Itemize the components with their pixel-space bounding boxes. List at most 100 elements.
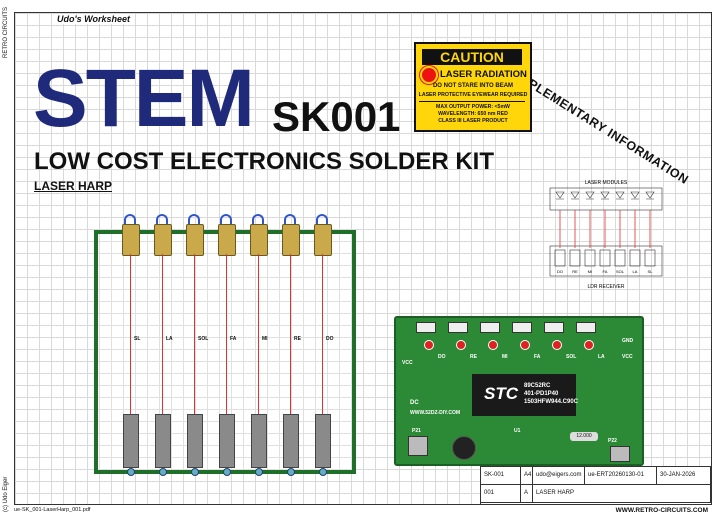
title-block: SK-001 A4 udo@eigers.com ue-ERT20260130-… <box>480 466 711 504</box>
pcb-vcc-right: VCC <box>622 354 633 360</box>
laser-module <box>122 224 140 256</box>
pcb-gnd: GND <box>622 338 634 344</box>
ldr-sensor <box>187 414 203 468</box>
laser-beam <box>194 254 195 414</box>
laser-module <box>282 224 300 256</box>
laser-module <box>154 224 172 256</box>
laser-diode-symbol <box>630 191 640 200</box>
crystal: 12.000 <box>570 432 598 441</box>
ldr-symbol <box>614 249 626 267</box>
mcu-chip: STC 89C52RC 401-PD1P40 1503HFW944.C90C <box>472 374 579 416</box>
laser-diode-symbol <box>585 191 595 200</box>
pcb-note-label: SOL <box>566 354 577 360</box>
tb-size: A4 <box>521 467 533 485</box>
tb-title: LASER HARP <box>533 485 711 503</box>
ldr-receiver-row <box>549 245 663 277</box>
laser-wire <box>156 214 168 224</box>
footer-website: WWW.RETRO-CIRCUITS.COM <box>615 507 708 514</box>
tb-date: 30-JAN-2026 <box>657 467 711 485</box>
button-p22[interactable] <box>610 446 630 462</box>
string-note-label: LA <box>166 336 173 342</box>
terminal-screw-icon <box>191 468 199 476</box>
pcb-note-label: DO <box>438 354 446 360</box>
laser-module <box>218 224 236 256</box>
pcb-note-label: MI <box>502 354 508 360</box>
pcb-p21: P21 <box>412 428 421 434</box>
caution-header: CAUTION <box>422 49 522 65</box>
pcb-note-label: LA <box>598 354 605 360</box>
footer-filename: ue-SK_001-LaserHarp_001.pdf <box>14 507 91 513</box>
chip-line2: 401-PD1P40 <box>524 391 559 397</box>
indicator-led <box>584 340 594 350</box>
ldr-sensor <box>283 414 299 468</box>
sensor-connector <box>480 322 500 333</box>
laser-beam <box>226 254 227 414</box>
indicator-led <box>456 340 466 350</box>
laser-beam <box>130 254 131 414</box>
laser-module <box>250 224 268 256</box>
pcb-u1: U1 <box>514 428 521 434</box>
ldr-sensor <box>315 414 331 468</box>
kit-subtitle: LOW COST ELECTRONICS SOLDER KIT <box>34 148 494 175</box>
schematic-top-label: LASER MODULES <box>585 180 628 186</box>
ldr-sensor <box>219 414 235 468</box>
terminal-screw-icon <box>255 468 263 476</box>
ldr-symbol <box>644 249 656 267</box>
schematic-note-label: SL <box>648 269 654 274</box>
ldr-symbol <box>629 249 641 267</box>
laser-diode-symbol <box>600 191 610 200</box>
schematic-note-label: FA <box>603 269 608 274</box>
worksheet-title: Udo's Worksheet <box>53 14 134 24</box>
pcb-website: WWW.52DZ-DIY.COM <box>410 410 460 416</box>
laser-module-row <box>549 187 663 211</box>
tb-rev: A <box>521 485 533 503</box>
chip-line1: 89C52RC <box>524 383 551 389</box>
tb-kit: SK-001 <box>481 467 521 485</box>
laser-warning-icon <box>422 68 436 82</box>
caution-line6: CLASS III LASER PRODUCT <box>438 118 508 124</box>
pcb-p22: P22 <box>608 438 617 444</box>
sensor-connector <box>448 322 468 333</box>
button-p21[interactable] <box>408 436 428 456</box>
terminal-screw-icon <box>223 468 231 476</box>
schematic-note-label: SOL <box>616 269 625 274</box>
laser-module <box>314 224 332 256</box>
laser-beam <box>162 254 163 414</box>
pcb-vcc-left: VCC <box>402 360 413 366</box>
caution-line3: LASER PROTECTIVE EYEWEAR REQUIRED <box>418 92 528 98</box>
ldr-symbol <box>584 249 596 267</box>
caution-line4: MAX OUTPUT POWER: <5mW <box>436 104 510 110</box>
schematic-note-label: DO <box>557 269 563 274</box>
caution-line2: DO NOT STARE INTO BEAM <box>432 83 514 89</box>
laser-diode-symbol <box>615 191 625 200</box>
chip-line3: 1503HFW944.C90C <box>524 399 579 405</box>
string-note-label: SOL <box>198 336 209 342</box>
laser-wire <box>188 214 200 224</box>
pcb-note-label: RE <box>470 354 477 360</box>
caution-specs: MAX OUTPUT POWER: <5mW WAVELENGTH: 650 n… <box>416 104 530 125</box>
schematic-bottom-label: LDR RECEIVER <box>588 284 625 290</box>
controller-pcb: STC 89C52RC 401-PD1P40 1503HFW944.C90C D… <box>394 316 644 466</box>
chip-brand: STC <box>484 384 518 403</box>
tb-doc-id: ue-ERT20260130-01 <box>585 467 657 485</box>
ldr-symbol <box>599 249 611 267</box>
schematic-note-label: RE <box>572 269 578 274</box>
terminal-screw-icon <box>127 468 135 476</box>
indicator-led <box>552 340 562 350</box>
schematic-note-label: MI <box>588 269 592 274</box>
kit-code: SK001 <box>272 93 401 140</box>
string-note-label: MI <box>262 336 268 342</box>
string-note-label: RE <box>294 336 301 342</box>
laser-beam <box>258 254 259 414</box>
caution-divider <box>419 101 525 102</box>
ldr-sensor <box>123 414 139 468</box>
terminal-screw-icon <box>159 468 167 476</box>
string-note-label: DO <box>326 336 334 342</box>
laser-diode-symbol <box>570 191 580 200</box>
side-label-top: RETRO CIRCUITS <box>3 7 9 58</box>
ldr-symbol <box>554 249 566 267</box>
ldr-symbol <box>569 249 581 267</box>
indicator-led <box>424 340 434 350</box>
terminal-screw-icon <box>287 468 295 476</box>
laser-wire <box>252 214 264 224</box>
